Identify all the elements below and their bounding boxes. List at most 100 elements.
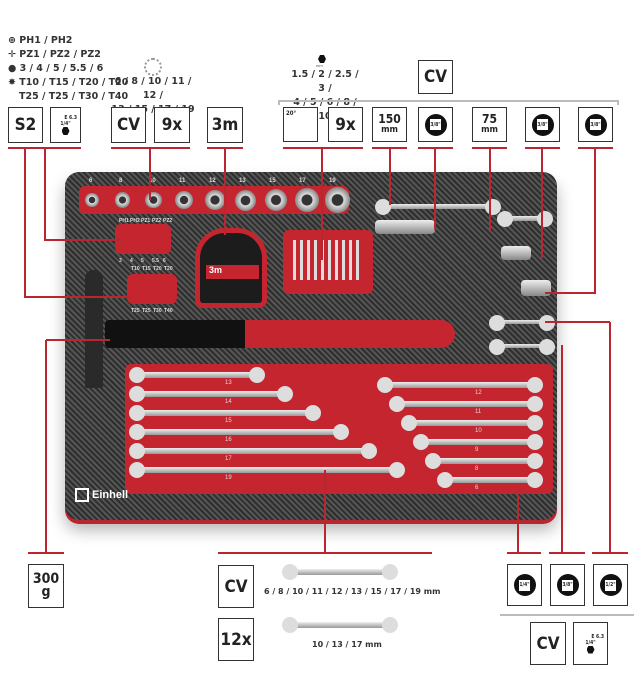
hexkey-count-box: 9x [328, 107, 363, 142]
wrench-size-label: 14 [225, 399, 232, 405]
bit-label: T10 [131, 266, 140, 272]
group-bracket [278, 100, 619, 102]
bit-label: 4 [130, 258, 133, 264]
bit-label: T30 [153, 308, 162, 314]
ratchet-drive-box: 3/8" [578, 107, 613, 142]
bit-label: T20 [153, 266, 162, 272]
adapter-1-4-box: 1/4" [507, 564, 542, 606]
cv-group-box: CV [418, 60, 453, 94]
bit-label: T40 [164, 308, 173, 314]
socket-size-label: 8 [119, 178, 123, 184]
wrench-size-label: 11 [475, 409, 482, 415]
pozidriv-icon: ✛ [8, 49, 20, 60]
brand-logo: Einhell [75, 488, 128, 502]
wrench-cv-box: CV [218, 565, 254, 608]
combination-wrench [129, 367, 265, 383]
hex-keys [293, 240, 363, 280]
bits-spec-list: ⊕ PH1 / PH2 ✛ PZ1 / PZ2 / PZ2 ● 3 / 4 / … [8, 34, 128, 104]
socket [85, 193, 99, 207]
bit-label: 6 [163, 258, 166, 264]
combination-wrench [129, 443, 377, 459]
bit-label: PH2 [130, 218, 140, 224]
socket-adapter [375, 220, 435, 234]
bit-label: PZ2 [163, 218, 173, 224]
tape-measure-label: 3m [206, 265, 259, 279]
material-s2-box: S2 [8, 107, 43, 143]
wrench-count-box: 12x [218, 618, 254, 661]
bit-label: PH1 [119, 218, 129, 224]
swivel-angle-box: 20° [283, 107, 318, 142]
hex-key-unit: mm [316, 63, 323, 68]
bit-label: T20 [164, 266, 173, 272]
socket-size-label: 11 [179, 178, 186, 184]
bit-label: T25 [142, 308, 151, 314]
leader-adapter-c [545, 321, 611, 553]
ratchet-wrench-sizes: 10 / 13 / 17 mm [312, 640, 382, 649]
square-drive-icon: 3/8" [556, 574, 579, 596]
bit-label: T25 [131, 308, 140, 314]
bits-spec-pz: ✛ PZ1 / PZ2 / PZ2 [8, 49, 101, 60]
phillips-icon: ⊕ [8, 35, 20, 46]
wrench-size-label: 16 [225, 437, 232, 443]
combination-wrench [129, 462, 405, 478]
socket-size-label: 17 [299, 178, 306, 184]
socket [265, 188, 288, 212]
hex-shank-icon [586, 645, 595, 654]
leader-bits [24, 148, 130, 298]
socket [175, 190, 194, 210]
ratchet-wrench-icon [282, 617, 398, 633]
adapter-bracket [500, 614, 634, 616]
square-drive-icon: 3/8" [584, 113, 607, 136]
drive-3-8-box: 3/8" [418, 107, 453, 142]
bit-adapter-2 [489, 339, 555, 355]
hex-shank-icon [61, 127, 70, 135]
wrench-size-label: 12 [475, 390, 482, 396]
socket-size-label: 15 [269, 178, 276, 184]
wrench-size-label: 8 [475, 466, 479, 472]
bracket-end [278, 100, 280, 105]
bits-spec-torx: ✸ T10 / T15 / T20 / T20 [8, 77, 129, 88]
universal-joint [501, 246, 531, 260]
wrench-size-label: 6 [475, 485, 479, 491]
bits-spec-torx2: T25 / T25 / T30 / T40 [19, 91, 129, 102]
combination-wrench-icon [282, 564, 398, 580]
wrench-size-label: 13 [225, 380, 232, 386]
hammer-head [85, 270, 103, 388]
socket [325, 187, 351, 213]
bracket-end [617, 100, 619, 105]
leader-hammer [45, 339, 110, 553]
hex-icon: ● [8, 63, 20, 74]
sockets-spec: 6 / 8 / 10 / 11 / 12 / 13 / 15 / 17 / 19 [111, 76, 195, 115]
material-cv-box: CV [111, 107, 146, 143]
leader-ratchet-adapter [545, 148, 596, 294]
adapter-cv-box: CV [530, 622, 566, 665]
wrench-size-label: 17 [225, 456, 232, 462]
bit-drive-box: E 6.3 1/4" [50, 107, 81, 143]
bit-label: T15 [142, 266, 151, 272]
combo-wrench-sizes: 6 / 8 / 10 / 11 / 12 / 13 / 15 / 17 / 19… [264, 587, 441, 596]
hex-key-icon [318, 55, 326, 63]
combination-wrench [389, 396, 543, 412]
combination-wrench [129, 405, 321, 421]
ratchet-adapter [521, 280, 551, 296]
adapter-3-8-box: 3/8" [550, 564, 585, 606]
torx-icon: ✸ [8, 77, 20, 88]
socket-size-label: 19 [329, 178, 336, 184]
hammer-handle [105, 320, 455, 348]
bit-label: 3 [119, 258, 122, 264]
socket-size-label: 12 [209, 178, 216, 184]
wrench-size-label: 10 [475, 428, 482, 434]
socket-ring-icon [144, 58, 162, 76]
combination-wrench [425, 453, 543, 469]
bits-spec-hex: ● 3 / 4 / 5 / 5.5 / 6 [8, 63, 104, 74]
socket-size-label: 13 [239, 178, 246, 184]
tape-length-box: 3m [207, 107, 243, 143]
einhell-logo-icon [75, 488, 89, 502]
wrench-size-label: 9 [475, 447, 479, 453]
adapter-bit-drive-box: E 6.3 1/4" [573, 622, 608, 665]
